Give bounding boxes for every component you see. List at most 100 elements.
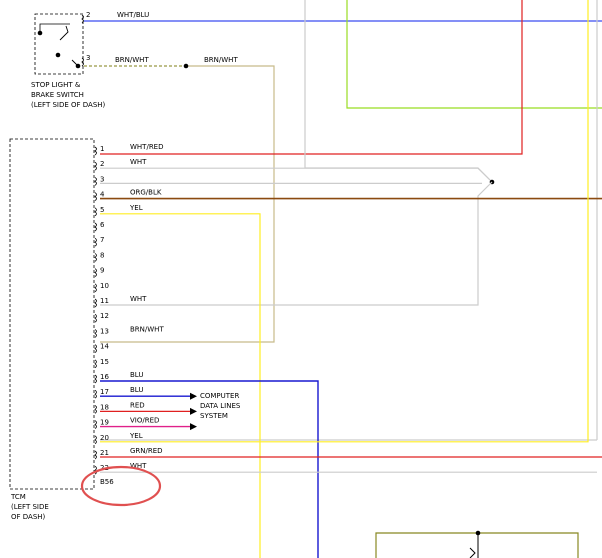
tcm-pin-2-number: 2 xyxy=(100,160,104,168)
switch-internal-wire xyxy=(39,23,70,33)
tcm-pin-10-number: 10 xyxy=(100,282,109,290)
tcm-pin-15-connector xyxy=(94,359,97,369)
tcm-pin-14-number: 14 xyxy=(100,343,109,351)
switch-pin-3-connector xyxy=(81,57,84,67)
tcm-pin-22-wire-label: WHT xyxy=(130,462,147,470)
arrow-pin-19 xyxy=(190,423,197,431)
tcm-pin-10-connector xyxy=(94,283,97,293)
splice-brn-wht xyxy=(183,63,189,69)
wire-tcm-pin-11-wht xyxy=(100,181,493,306)
switch-name-line-2: BRAKE SWITCH xyxy=(31,91,84,99)
tcm-pin-19-wire-label: VIO/RED xyxy=(130,417,159,425)
switch-housing xyxy=(34,13,84,75)
tcm-pin-16-wire-label: BLU xyxy=(130,371,143,379)
wire-label-brn-wht-2: BRN/WHT xyxy=(204,56,238,64)
tcm-pin-11-number: 11 xyxy=(100,297,109,305)
labels-layer: WHT/BLU BRN/WHT BRN/WHT WHT/RED WHT ORG/BLK YE… xyxy=(115,11,241,470)
tcm-pin-12-number: 12 xyxy=(100,312,109,320)
tcm-pin-5-connector xyxy=(94,207,97,217)
wire-tcm-pin-20-yel xyxy=(100,0,589,443)
computer-system-line-3: SYSTEM xyxy=(200,412,228,420)
tcm-pin-16-connector xyxy=(94,374,97,384)
wire-red-upper xyxy=(100,0,523,155)
arrow-pin-18 xyxy=(190,407,197,415)
switch-name-line-3: (LEFT SIDE OF DASH) xyxy=(31,101,106,109)
tcm-pin-7-number: 7 xyxy=(100,236,104,244)
tcm-pin-11-wire-label: WHT xyxy=(130,295,147,303)
arrow-pin-17 xyxy=(190,392,197,400)
wire-olive-lower-box xyxy=(375,532,579,558)
tcm-pin-15-number: 15 xyxy=(100,358,109,366)
tcm-pin-9-number: 9 xyxy=(100,267,104,275)
tcm-pin-5-wire-label: YEL xyxy=(129,204,143,212)
tcm-pin-4-connector xyxy=(94,192,97,201)
tcm-pin-2-wire-label: WHT xyxy=(130,158,147,166)
switch-lever xyxy=(59,25,69,41)
tcm-pin-22-connector xyxy=(94,465,97,475)
tcm-housing xyxy=(9,138,95,490)
tcm-pin-19-connector xyxy=(94,420,97,429)
tcm-name-line-1: TCM xyxy=(10,493,26,501)
tcm-pin-2-connector xyxy=(94,161,97,171)
tcm-pin-18-connector xyxy=(94,405,97,414)
tcm-pin-8-number: 8 xyxy=(100,251,104,259)
tcm-pin-1-number: 1 xyxy=(100,145,104,153)
wires-layer xyxy=(84,0,602,558)
computer-system-line-2: DATA LINES xyxy=(200,402,241,410)
lower-chevron xyxy=(469,547,476,558)
tcm-pin-4-number: 4 xyxy=(100,191,105,199)
tcm-pin-9-connector xyxy=(94,268,97,277)
annotation-layer xyxy=(80,465,162,507)
wire-tcm-pin-16-blu xyxy=(100,380,319,558)
switch-name-line-1: STOP LIGHT & xyxy=(31,81,81,89)
wire-grey-upper xyxy=(304,0,493,183)
highlight-circle-b56 xyxy=(80,465,162,507)
wire-brn-wht-main xyxy=(100,65,275,343)
switch-link xyxy=(71,59,79,67)
tcm-pin-18-wire-label: RED xyxy=(130,401,145,409)
tcm-pin-16-number: 16 xyxy=(100,373,109,381)
tcm-pin-1-connector xyxy=(94,146,97,156)
tcm-pin-3-number: 3 xyxy=(100,175,104,183)
tcm-pin-17-wire-label: BLU xyxy=(130,386,143,394)
tcm-pin-21-wire-label: GRN/RED xyxy=(130,447,163,455)
tcm-pin-6-connector xyxy=(94,222,97,232)
tcm-pin-21-connector xyxy=(94,450,97,460)
tcm-pin-17-number: 17 xyxy=(100,388,109,396)
wire-tcm-pin-5-yel xyxy=(100,213,261,558)
switch-pin-2-connector xyxy=(81,14,84,24)
tcm-pin-13-wire-label: BRN/WHT xyxy=(130,325,164,333)
tcm-pin-20-connector xyxy=(94,435,97,445)
tcm-pin-7-connector xyxy=(94,237,97,247)
tcm-pin-5-number: 5 xyxy=(100,206,104,214)
tcm-pin-6-number: 6 xyxy=(100,221,105,229)
wire-green-upper xyxy=(346,0,602,109)
wire-tcm-pin-2-wht xyxy=(100,167,493,183)
tcm-pin-17-connector xyxy=(94,389,97,399)
tcm-pin-3-connector xyxy=(94,177,97,186)
wire-label-wht-blu: WHT/BLU xyxy=(117,11,149,19)
tcm-pin-14-connector xyxy=(94,344,97,353)
tcm-pin-1-wire-label: WHT/RED xyxy=(130,143,164,151)
tcm-pin-11-connector xyxy=(94,298,97,308)
tcm-pin-19-number: 19 xyxy=(100,419,109,427)
tcm-pin-8-connector xyxy=(94,253,97,262)
tcm-pin-12-connector xyxy=(94,313,97,323)
tcm-pin-18-number: 18 xyxy=(100,403,109,411)
wire-label-brn-wht-1: BRN/WHT xyxy=(115,56,149,64)
tcm-pin-13-number: 13 xyxy=(100,327,109,335)
switch-pin-3-number: 3 xyxy=(86,54,90,62)
switch-contact-2 xyxy=(55,52,61,58)
tcm-pin-13-connector xyxy=(94,329,97,338)
tcm-name-line-3: OF DASH) xyxy=(11,513,46,521)
tcm-pin-4-wire-label: ORG/BLK xyxy=(130,189,162,197)
tcm-pin-20-wire-label: YEL xyxy=(129,432,143,440)
computer-system-line-1: COMPUTER xyxy=(200,392,239,400)
tcm-name-line-2: (LEFT SIDE xyxy=(11,503,49,511)
tcm-connector-id: B56 xyxy=(100,478,114,486)
tcm-pin-20-number: 20 xyxy=(100,434,109,442)
switch-pin-2-number: 2 xyxy=(86,11,90,19)
splice-lower xyxy=(475,530,481,536)
